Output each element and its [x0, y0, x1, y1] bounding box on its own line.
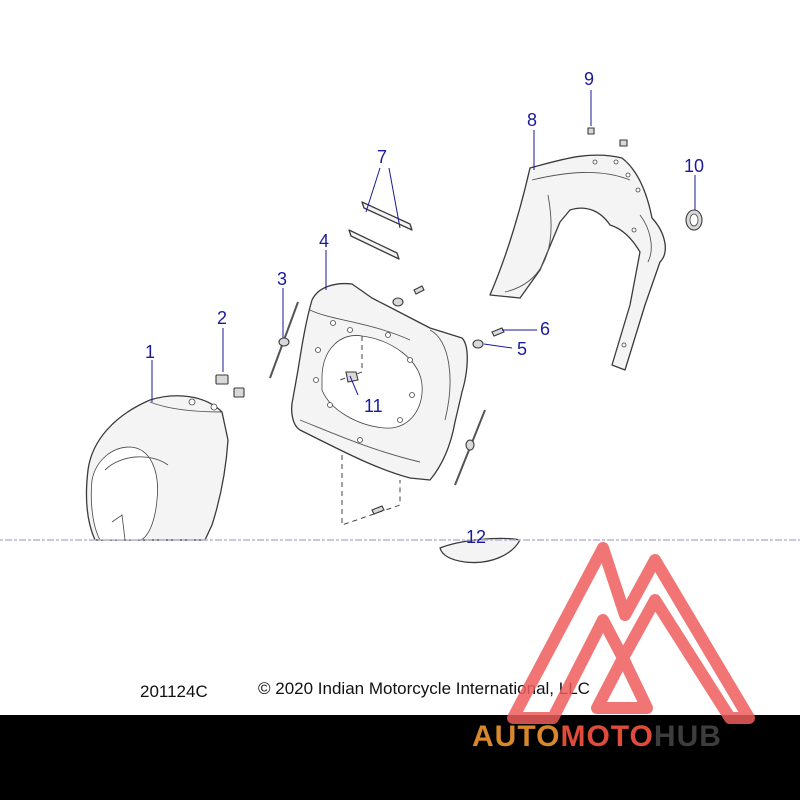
automotohub-watermark: AUTOMOTOHUB — [472, 720, 792, 754]
callout-1: 1 — [145, 342, 155, 362]
bottom-bar — [0, 715, 800, 800]
callout-5: 5 — [517, 339, 527, 359]
part-10-grommet — [685, 209, 703, 231]
part-5-6-hardware — [371, 285, 505, 515]
brand-hub: HUB — [653, 720, 722, 753]
figure-number: 201124C — [140, 682, 208, 701]
callout-11: 11 — [364, 396, 383, 416]
part-3-rod — [269, 301, 299, 379]
part-12-lower-trim — [439, 537, 521, 564]
part-8-outer-fairing — [489, 154, 666, 371]
callout-9: 9 — [584, 69, 594, 89]
part-4-inner-fairing — [291, 282, 468, 526]
callout-7: 7 — [377, 147, 387, 167]
part-1-headlight-nacelle — [85, 395, 229, 541]
part-11-bracket — [345, 371, 359, 383]
part-9-fasteners — [587, 127, 628, 147]
callout-6: 6 — [540, 319, 550, 339]
callout-3: 3 — [277, 269, 287, 289]
callout-8: 8 — [527, 110, 537, 130]
callout-2: 2 — [217, 308, 227, 328]
callout-labels: 1 2 3 4 5 6 7 8 9 10 11 12 — [145, 69, 704, 547]
side-rod — [454, 409, 486, 486]
brand-auto: AUTO — [472, 720, 561, 753]
leader-lines — [151, 90, 696, 402]
callout-12: 12 — [466, 527, 486, 547]
automotohub-logo-mark — [507, 542, 755, 724]
callout-10: 10 — [684, 156, 704, 176]
brand-moto: MOTO — [560, 720, 654, 753]
part-7-trim-strips — [348, 201, 413, 260]
copyright-notice: © 2020 Indian Motorcycle International, … — [258, 679, 590, 698]
callout-4: 4 — [319, 231, 329, 251]
part-2-clips — [215, 374, 245, 398]
